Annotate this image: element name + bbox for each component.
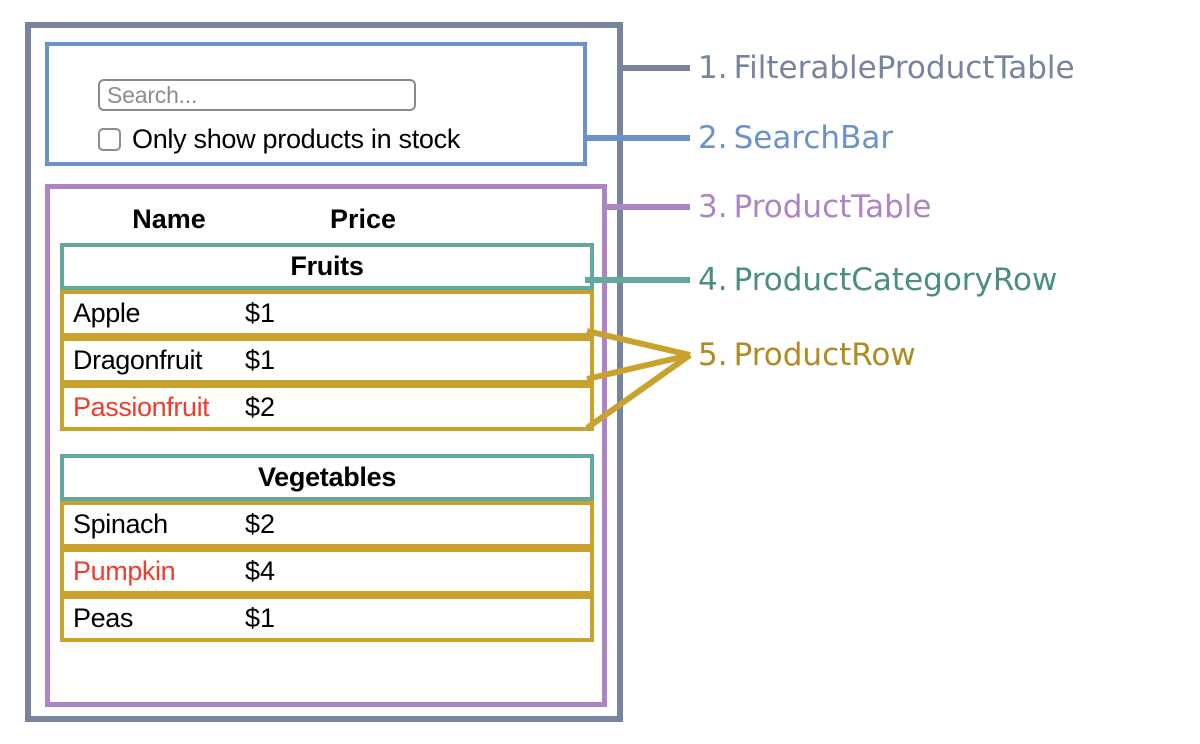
product-price: $4 xyxy=(245,556,276,586)
search-input-placeholder: Search... xyxy=(107,81,198,108)
product-category-row: Fruits xyxy=(60,243,594,290)
legend-item-search-bar: 2.SearchBar xyxy=(698,120,893,156)
legend-item-filterable-product-table: 1.FilterableProductTable xyxy=(698,50,1075,86)
legend-text: FilterableProductTable xyxy=(733,50,1075,86)
product-price: $1 xyxy=(245,603,276,633)
product-name: Apple xyxy=(73,298,141,328)
product-name: Passionfruit xyxy=(73,392,210,422)
legend-item-product-table: 3.ProductTable xyxy=(698,189,931,225)
legend-number: 1. xyxy=(698,50,728,86)
product-price: $2 xyxy=(245,509,276,539)
product-row[interactable]: Passionfruit $2 xyxy=(60,384,594,431)
column-header-price: Price xyxy=(329,203,397,234)
in-stock-checkbox-label: Only show products in stock xyxy=(132,124,461,154)
legend-number: 2. xyxy=(698,120,728,156)
product-category-label: Vegetables xyxy=(257,462,397,492)
product-category-row: Vegetables xyxy=(60,454,594,501)
legend-text: ProductTable xyxy=(733,189,932,225)
product-table-body: Name Price Fruits Apple $1 Dragonfruit $… xyxy=(60,195,594,642)
legend-text: SearchBar xyxy=(733,120,894,156)
product-row[interactable]: Peas $1 xyxy=(60,595,594,642)
legend-number: 5. xyxy=(698,337,728,373)
product-table-frame: Name Price Fruits Apple $1 Dragonfruit $… xyxy=(45,184,607,707)
product-name: Spinach xyxy=(73,509,168,539)
product-price: $1 xyxy=(245,298,276,328)
legend-text: ProductRow xyxy=(733,337,916,373)
product-price: $2 xyxy=(245,392,276,422)
product-row[interactable]: Pumpkin $4 xyxy=(60,548,594,595)
legend-text: ProductCategoryRow xyxy=(733,262,1058,298)
product-name: Dragonfruit xyxy=(73,345,203,375)
legend-item-product-row: 5.ProductRow xyxy=(698,337,916,373)
legend-number: 3. xyxy=(698,189,728,225)
group-separator xyxy=(60,431,594,454)
checkbox-icon[interactable] xyxy=(98,128,121,151)
table-header-row: Name Price xyxy=(60,195,594,243)
product-row[interactable]: Apple $1 xyxy=(60,290,594,337)
column-header-name: Name xyxy=(132,203,206,234)
product-category-label: Fruits xyxy=(290,251,364,281)
search-bar-frame: Search... Only show products in stock xyxy=(45,42,587,166)
search-input[interactable]: Search... xyxy=(98,79,416,111)
product-name: Pumpkin xyxy=(73,556,176,586)
product-row[interactable]: Dragonfruit $1 xyxy=(60,337,594,384)
product-name: Peas xyxy=(73,603,133,633)
legend-number: 4. xyxy=(698,262,728,298)
product-price: $1 xyxy=(245,345,276,375)
legend-item-product-category-row: 4.ProductCategoryRow xyxy=(698,262,1057,298)
in-stock-checkbox-row[interactable]: Only show products in stock xyxy=(98,124,460,155)
product-row[interactable]: Spinach $2 xyxy=(60,501,594,548)
